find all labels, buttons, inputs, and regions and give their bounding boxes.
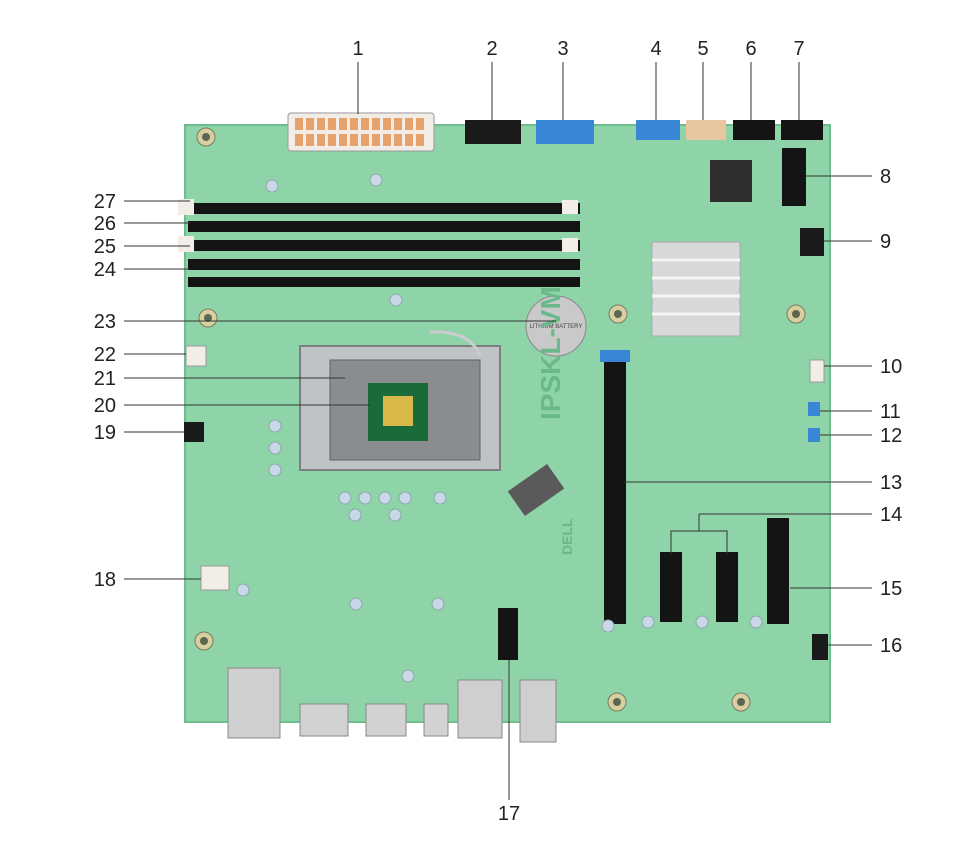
header-10 — [809, 359, 825, 383]
dimm-latch-1 — [178, 199, 194, 215]
dimm-slot-5 — [188, 277, 580, 287]
dimm-latch-4 — [562, 238, 578, 252]
callout-12: 12 — [880, 425, 902, 447]
dimm-slot-1 — [188, 203, 580, 214]
chip-ic — [710, 160, 752, 202]
callout-lines — [124, 62, 872, 800]
sata-connector-tan — [686, 120, 726, 140]
jumper-12 — [808, 428, 820, 442]
capacitors — [236, 173, 763, 683]
front-panel-header — [465, 120, 521, 144]
rear-io-ports — [227, 667, 557, 743]
jumper-11 — [808, 402, 820, 416]
pcie-x1-slot-2 — [716, 552, 738, 622]
sata-connector-black-1 — [733, 120, 775, 140]
callout-22: 22 — [94, 344, 116, 366]
dimm-slot-3 — [188, 240, 580, 251]
callout-24: 24 — [94, 259, 116, 281]
callout-labels: 1 2 3 4 5 6 7 8 9 10 11 12 13 14 15 16 1… — [94, 38, 903, 825]
callout-26: 26 — [94, 213, 116, 235]
callout-25: 25 — [94, 236, 116, 258]
cpu-power-connector — [200, 565, 230, 591]
dimm-latch-3 — [562, 200, 578, 214]
fan-header-22 — [185, 345, 207, 367]
processor-socket — [299, 330, 501, 471]
callout-23: 23 — [94, 311, 116, 333]
callout-14: 14 — [880, 504, 902, 526]
callout-20: 20 — [94, 395, 116, 417]
dimm-latch-2 — [178, 236, 194, 252]
brand-label: DELL — [559, 518, 575, 555]
m2-ssd-slot-diagonal — [507, 463, 565, 517]
m2-slot-bottom — [498, 608, 518, 660]
callout-8: 8 — [880, 166, 891, 188]
chipset-heatsink — [651, 241, 741, 337]
callout-2: 2 — [486, 38, 497, 60]
sata-connector-black-2 — [781, 120, 823, 140]
system-board: LITHIUM BATTERY IPSKL-VM DELL — [178, 112, 831, 743]
header-16 — [812, 634, 828, 660]
fan-header-19 — [184, 422, 204, 442]
callout-6: 6 — [745, 38, 756, 60]
pcie-x16-latch — [600, 350, 630, 362]
m2-slot-top — [782, 148, 806, 206]
fan-header-top — [800, 228, 824, 256]
dimm-slot-2 — [188, 221, 580, 232]
callout-13: 13 — [880, 472, 902, 494]
callout-17: 17 — [498, 803, 520, 825]
callout-10: 10 — [880, 356, 902, 378]
callout-27: 27 — [94, 191, 116, 213]
callout-11: 11 — [880, 401, 901, 423]
callout-4: 4 — [650, 38, 661, 60]
coin-cell-battery — [525, 295, 587, 357]
callout-5: 5 — [697, 38, 708, 60]
callout-9: 9 — [880, 231, 891, 253]
socket-lever — [429, 330, 482, 357]
dimm-slot-4 — [188, 259, 580, 270]
callout-7: 7 — [793, 38, 804, 60]
atx-pins — [295, 118, 424, 146]
pcie-x1-slot-1 — [660, 552, 682, 622]
callout-3: 3 — [557, 38, 568, 60]
board-label: IPSKL-VM — [535, 286, 566, 420]
battery-label: LITHIUM BATTERY — [530, 324, 583, 330]
memory-slots — [178, 199, 580, 287]
pcie-x4-slot — [767, 518, 789, 624]
pcie-x16-slot — [604, 356, 626, 624]
mounting-holes — [194, 127, 806, 712]
callout-18: 18 — [94, 569, 116, 591]
callout-15: 15 — [880, 578, 902, 600]
callout-21: 21 — [94, 368, 116, 390]
callout-19: 19 — [94, 422, 116, 444]
sata-connector-blue — [636, 120, 680, 140]
callout-16: 16 — [880, 635, 902, 657]
usb3-header — [536, 120, 594, 144]
callout-1: 1 — [352, 38, 363, 60]
